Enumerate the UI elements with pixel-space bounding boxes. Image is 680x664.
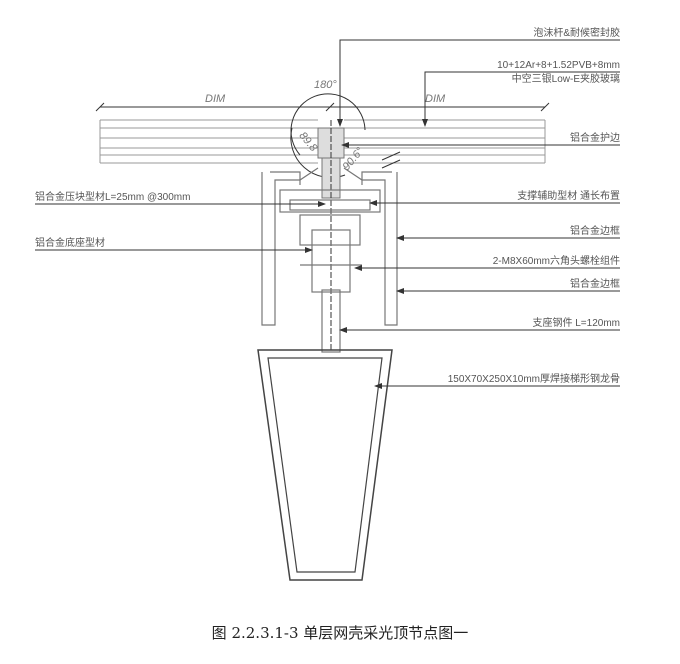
label-steel-beam: 150X70X250X10mm厚焊接梯形钢龙骨 bbox=[448, 372, 620, 385]
label-frame-2: 铝合金边框 bbox=[570, 277, 620, 290]
figure-caption: 图 2.2.3.1-3 单层网壳采光顶节点图一 bbox=[212, 624, 469, 642]
label-steel-support: 支座钢件 L=120mm bbox=[532, 316, 620, 329]
label-base-profile: 铝合金底座型材 bbox=[35, 236, 105, 249]
label-bolt: 2-M8X60mm六角头螺栓组件 bbox=[493, 254, 620, 267]
dimension-line: DIM DIM bbox=[95, 93, 550, 112]
label-glass-type: 中空三银Low-E夹胶玻璃 bbox=[512, 72, 620, 85]
left-callouts: 铝合金压块型材L=25mm @300mm 铝合金底座型材 bbox=[35, 190, 326, 253]
label-glass-spec: 10+12Ar+8+1.52PVB+8mm bbox=[497, 60, 620, 71]
aluminium-frame bbox=[261, 167, 398, 353]
joint-sealant bbox=[317, 120, 345, 350]
label-frame-1: 铝合金边框 bbox=[570, 224, 620, 237]
label-sealant: 泡沫杆&耐候密封胶 bbox=[533, 26, 620, 39]
label-pressure-plate: 铝合金压块型材L=25mm @300mm bbox=[35, 190, 190, 203]
label-support-profile: 支撑辅助型材 通长布置 bbox=[517, 189, 620, 202]
dim-right-label: DIM bbox=[425, 93, 446, 105]
glass-panels bbox=[99, 119, 546, 164]
steel-trapezoid-beam bbox=[257, 349, 393, 581]
right-callouts: 泡沫杆&耐候密封胶 10+12Ar+8+1.52PVB+8mm 中空三银Low-… bbox=[337, 26, 620, 389]
label-edge-guard: 铝合金护边 bbox=[570, 131, 620, 144]
dim-left-label: DIM bbox=[205, 93, 226, 105]
angle-180-label: 180° bbox=[314, 79, 337, 91]
